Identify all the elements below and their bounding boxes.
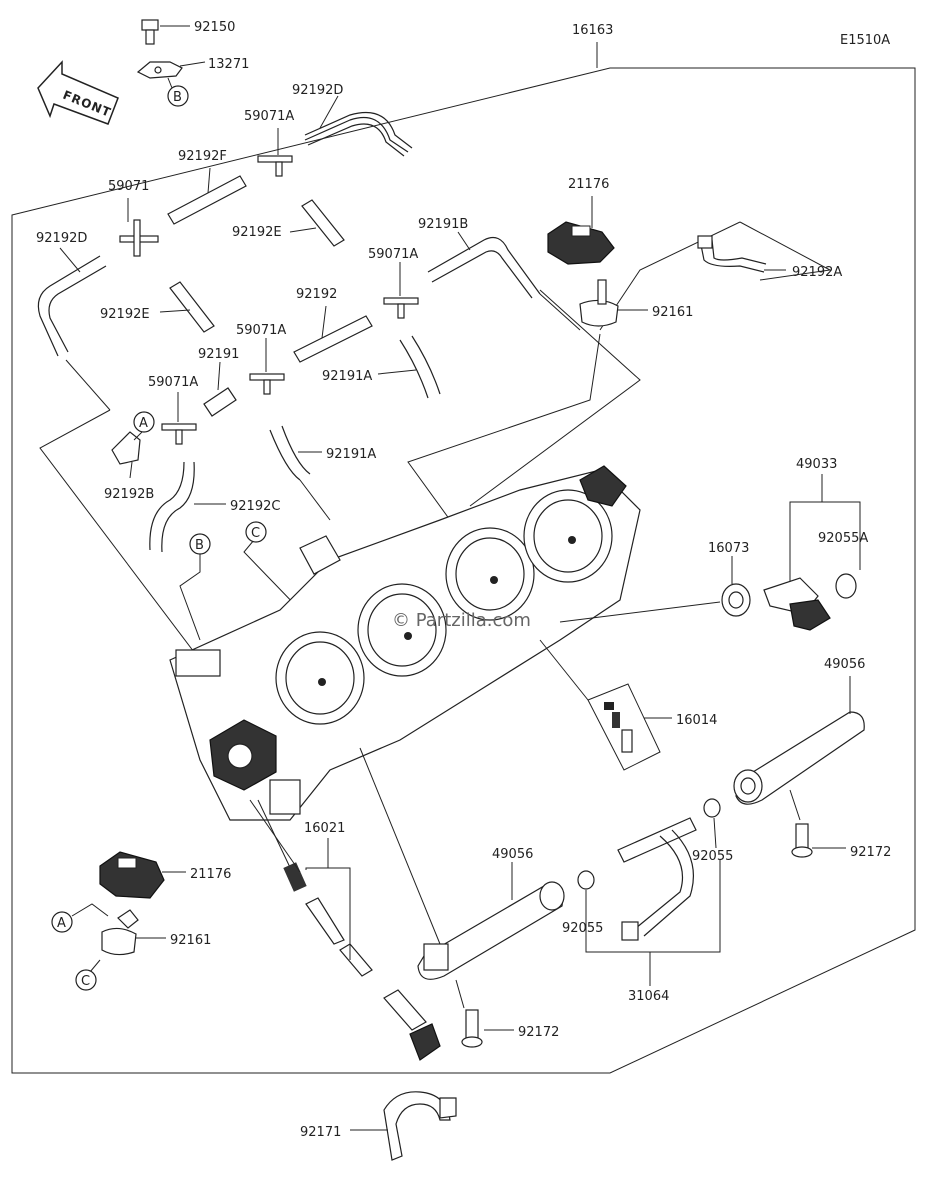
callout-c-mid: C <box>245 521 267 543</box>
label-92192E-b: 92192E <box>100 307 150 322</box>
label-92172-right: 92172 <box>850 845 891 860</box>
cable-16021 <box>249 799 441 1061</box>
label-92192: 92192 <box>296 287 337 302</box>
hose-92192 <box>293 305 373 363</box>
label-49056-low: 49056 <box>492 847 533 862</box>
label-92192C: 92192C <box>230 499 280 514</box>
svg-text:C: C <box>81 974 90 989</box>
label-92150: 92150 <box>194 20 235 35</box>
hose-92192A <box>697 235 786 273</box>
label-92192E-a: 92192E <box>232 225 282 240</box>
label-49056-right: 49056 <box>824 657 865 672</box>
hose-92192D-top-fill <box>304 116 409 153</box>
part-92192B <box>111 431 143 479</box>
hose-92192D-left <box>37 247 111 411</box>
o-ring-92055-b <box>577 870 595 918</box>
svg-text:A: A <box>57 916 66 931</box>
hose-92192E-b <box>159 281 215 333</box>
label-92171: 92171 <box>300 1125 341 1140</box>
label-92172-low: 92172 <box>518 1025 559 1040</box>
hose-92191A-b <box>269 425 322 481</box>
leader-16073 <box>559 601 721 623</box>
front-arrow-icon: FRONT <box>37 60 119 125</box>
hose-92191B <box>427 231 541 299</box>
t-fitting-59071A-low <box>249 338 285 395</box>
label-16073: 16073 <box>708 541 749 556</box>
watermark: © Partzilla.com <box>392 610 531 631</box>
svg-text:B: B <box>195 538 204 553</box>
seal-92161-top <box>579 279 648 327</box>
bolt-92172-low <box>461 1009 514 1048</box>
label-16021: 16021 <box>304 821 345 836</box>
fuel-pipe-31064 <box>585 817 721 986</box>
hose-92192C <box>149 461 226 553</box>
label-13271: 13271 <box>208 57 249 72</box>
sensor-21176-top <box>547 196 615 265</box>
label-21176-low: 21176 <box>190 867 231 882</box>
label-92192D-top: 92192D <box>292 83 343 98</box>
label-92161-low: 92161 <box>170 933 211 948</box>
label-92192A: 92192A <box>792 265 842 280</box>
collar-16073 <box>721 556 751 617</box>
label-59071A-top: 59071A <box>244 109 294 124</box>
bolt-92150 <box>141 19 190 45</box>
callout-c-low: C <box>75 969 97 991</box>
screw-kit-16014 <box>539 639 672 771</box>
fuel-rail-49056-low <box>359 747 565 1009</box>
label-92191: 92191 <box>198 347 239 362</box>
label-31064: 31064 <box>628 989 669 1004</box>
throttle-body-assembly <box>169 465 641 821</box>
diagram-code: E1510A <box>840 33 890 48</box>
label-92191A-a: 92191A <box>322 369 372 384</box>
label-21176-top: 21176 <box>568 177 609 192</box>
label-59071: 59071 <box>108 179 149 194</box>
cross-fitting-59071 <box>119 198 159 257</box>
callout-a-left: A <box>133 411 155 433</box>
bracket-13271 <box>136 61 206 89</box>
hose-92191 <box>203 361 237 417</box>
callout-a-low: A <box>51 911 73 933</box>
label-59071A-left: 59071A <box>148 375 198 390</box>
label-92192F: 92192F <box>178 149 227 164</box>
o-ring-92055-a <box>703 798 721 849</box>
label-16014: 16014 <box>676 713 717 728</box>
label-92055-b: 92055 <box>562 921 603 936</box>
svg-text:A: A <box>139 416 148 431</box>
callout-b-top: B <box>167 85 189 107</box>
t-fitting-59071A-left <box>161 392 197 445</box>
label-92191B: 92191B <box>418 217 468 232</box>
label-92192B: 92192B <box>104 487 154 502</box>
bolt-92172-right <box>791 823 846 858</box>
svg-text:C: C <box>251 526 260 541</box>
fuel-rail-49056-right <box>733 676 865 821</box>
leader-92192D-top <box>319 95 339 129</box>
hose-92192E-a <box>289 199 345 247</box>
hose-92192F <box>167 167 247 225</box>
callout-b-mid: B <box>189 533 211 555</box>
label-49033: 49033 <box>796 457 837 472</box>
label-92192D-left: 92192D <box>36 231 87 246</box>
label-92191A-b: 92191A <box>326 447 376 462</box>
label-92055A: 92055A <box>818 531 868 546</box>
o-ring-92055A <box>835 573 857 599</box>
hose-92191A-a <box>377 335 441 399</box>
t-fitting-59071A-top <box>257 128 293 177</box>
label-59071A-mid: 59071A <box>368 247 418 262</box>
svg-text:B: B <box>173 90 182 105</box>
label-92055-a: 92055 <box>692 849 733 864</box>
t-fitting-59071A-mid <box>383 262 419 319</box>
label-59071A-low: 59071A <box>236 323 286 338</box>
kit-frame <box>11 67 916 1074</box>
injector-49033 <box>763 474 861 631</box>
label-16163: 16163 <box>572 23 613 38</box>
hose-92192D-top <box>304 111 413 157</box>
clip-92171 <box>350 1091 457 1161</box>
label-92161-top: 92161 <box>652 305 693 320</box>
seal-92161-low <box>89 909 166 973</box>
sensor-21176-low <box>71 851 186 917</box>
